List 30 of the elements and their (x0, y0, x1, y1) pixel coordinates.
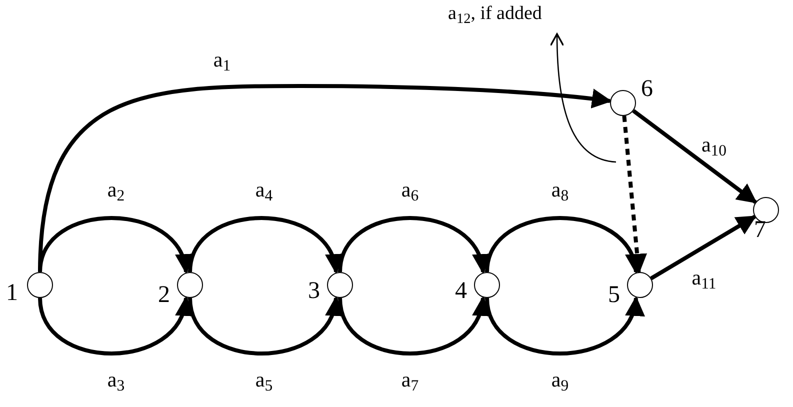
edge-label: a$_{2}$ (107, 180, 125, 200)
edge-label: a$_{4}$ (255, 180, 273, 200)
arrow (38, 296, 192, 356)
arrow (485, 296, 642, 356)
edge-label: a$_{8}$ (551, 180, 569, 200)
arrow (632, 109, 758, 204)
node-number: 5 (608, 283, 620, 307)
arrow (338, 296, 489, 356)
edge-label: a$_{11}$ (692, 268, 716, 288)
annotation-text: a$_{12}$, if added (448, 4, 598, 23)
edge-label: a$_{3}$ (107, 370, 125, 390)
arrow (650, 214, 757, 280)
edge-label: a$_{10}$ (701, 134, 727, 156)
edge-label: a$_{7}$ (401, 370, 419, 390)
arrow (622, 116, 648, 274)
edge-label: a$_{1}$ (213, 50, 231, 70)
node-number: 3 (308, 279, 320, 303)
arrow (188, 296, 342, 356)
node-number: 1 (6, 281, 18, 305)
arrow (485, 216, 642, 274)
arrow (38, 216, 192, 274)
node-number: 2 (158, 283, 170, 307)
leader-line (550, 33, 616, 163)
edge-label: a$_{5}$ (255, 370, 273, 390)
edge-label: a$_{9}$ (551, 370, 569, 390)
node-number: 4 (455, 279, 467, 303)
arrow (338, 216, 489, 274)
arrow (188, 216, 342, 274)
edge-label: a$_{6}$ (401, 180, 419, 200)
node-number: 6 (641, 77, 653, 101)
